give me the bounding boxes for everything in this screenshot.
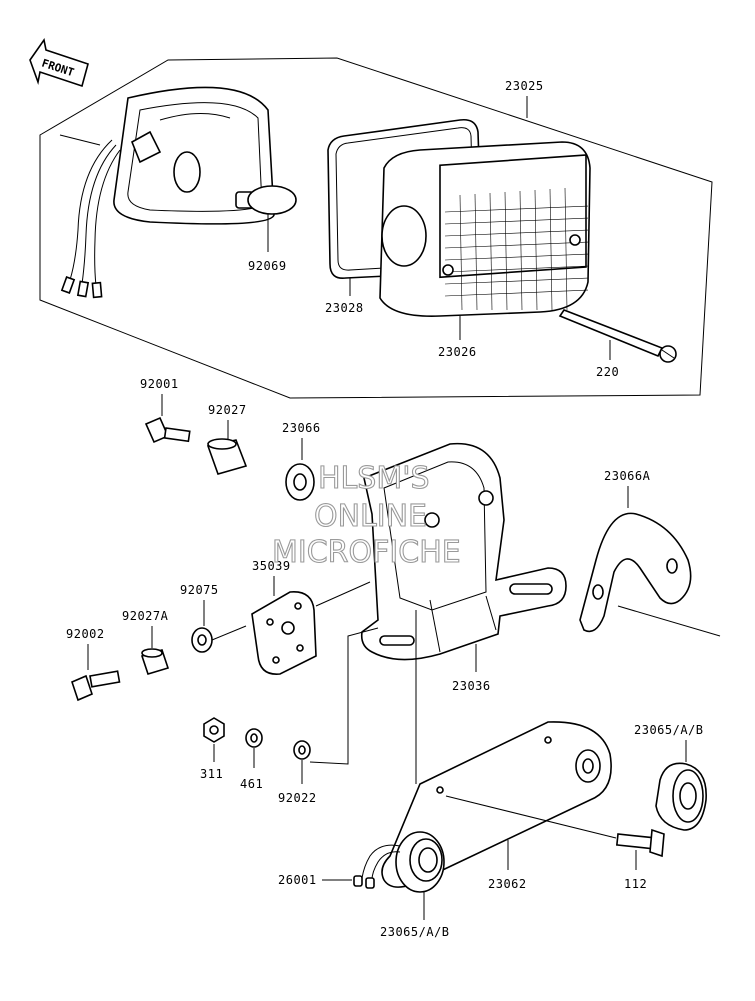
label-plate: 35039 (252, 559, 291, 573)
front-arrow-icon: FRONT (29, 38, 89, 88)
label-tail-lamp-assy: 23025 (505, 79, 544, 93)
lens (379, 141, 591, 340)
plate (251, 591, 317, 675)
bolt-upper-icon (144, 416, 191, 444)
grommet-bracket (579, 512, 692, 633)
label-long-screw: 220 (596, 365, 619, 379)
bolt-lower-icon (71, 670, 121, 702)
label-bolt-small: 112 (624, 877, 647, 891)
washer-mid-icon (191, 627, 213, 653)
label-bolt-lower: 92002 (66, 627, 105, 641)
label-reflector-right: 23065/A/B (634, 723, 704, 737)
watermark-line-3: MICROFICHE (272, 535, 461, 570)
lamp-assembly-outline (39, 57, 713, 399)
label-collar-lower: 92027A (122, 609, 169, 623)
watermark-line-2: ONLINE (314, 499, 427, 534)
bulb-icon (235, 185, 297, 252)
label-wire: 26001 (278, 873, 317, 887)
label-bracket: 23036 (452, 679, 491, 693)
lamp-housing (113, 86, 275, 225)
lamp-wiring (60, 139, 121, 299)
bracket (360, 442, 567, 672)
wire-26001 (322, 844, 401, 889)
label-lock-washer: 461 (240, 777, 263, 791)
label-bolt-upper: 92001 (140, 377, 179, 391)
label-bulb: 92069 (248, 259, 287, 273)
label-grommet-bracket: 23066A (604, 469, 651, 483)
watermark: HLSM'S ONLINE MICROFICHE (271, 460, 461, 570)
collar-upper-icon (206, 438, 248, 475)
reflector-right-icon (655, 762, 707, 831)
nut-icon (203, 717, 225, 762)
long-screw-icon (558, 309, 677, 363)
label-collar-upper: 92027 (208, 403, 247, 417)
lens-grid (439, 154, 587, 279)
watermark-line-1: HLSM'S (318, 461, 430, 496)
label-license-bracket: 23062 (488, 877, 527, 891)
collar-lower-icon (140, 648, 170, 675)
reflector-left-icon (395, 831, 445, 920)
label-reflector-left: 23065/A/B (380, 925, 450, 939)
label-washer-mid: 92075 (180, 583, 219, 597)
label-grommet-upper: 23066 (282, 421, 321, 435)
washer-small-icon (293, 740, 311, 784)
label-lens: 23026 (438, 345, 477, 359)
label-nut: 311 (200, 767, 223, 781)
bolt-small-icon (615, 828, 665, 870)
label-washer-small: 92022 (278, 791, 317, 805)
lock-washer-icon (245, 728, 263, 768)
grommet-upper-icon (285, 463, 315, 501)
label-lens-gasket: 23028 (325, 301, 364, 315)
